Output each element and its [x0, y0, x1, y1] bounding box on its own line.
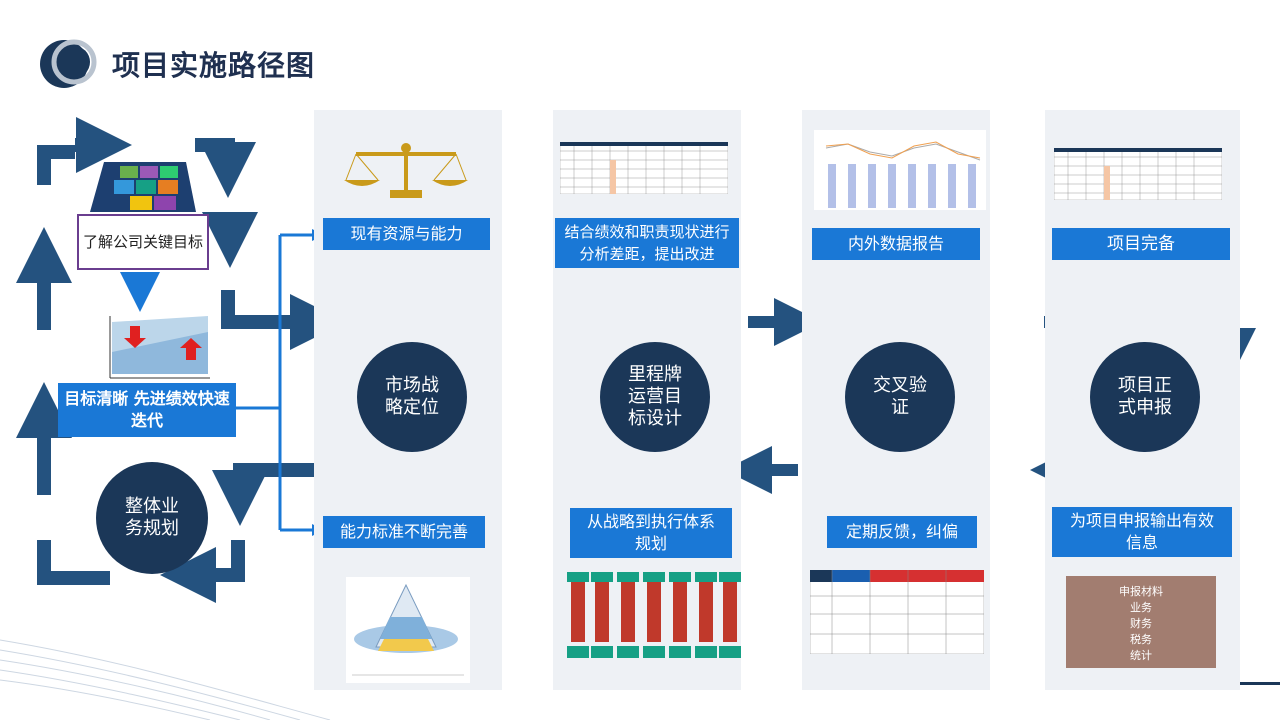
- report-item: 业务: [1130, 601, 1152, 614]
- report-item: 统计: [1130, 649, 1152, 662]
- target-chart-image: [74, 312, 214, 382]
- project-table-image: [1054, 148, 1222, 200]
- col4-circle-text: 项目正式申报: [1118, 375, 1172, 418]
- line-chart-image: [814, 130, 986, 210]
- performance-table-image: [560, 142, 728, 194]
- col3-circle-text: 交叉验证: [873, 375, 927, 418]
- col3-bottom-label: 定期反馈，纠偏: [827, 516, 977, 548]
- logo-icon: [34, 36, 100, 92]
- col2-top-label: 结合绩效和职责现状进行分析差距，提出改进: [555, 218, 739, 268]
- branch-lines: [236, 229, 324, 536]
- goal-clear-label: 目标清晰 先进绩效快速迭代: [58, 383, 236, 437]
- strategy-map-image: [563, 572, 741, 660]
- col2-bottom-label: 从战略到执行体系规划: [570, 508, 732, 558]
- scale-icon: [340, 140, 472, 202]
- col2-circle: 里程牌运营目标设计: [600, 342, 710, 452]
- report-item: 申报材料: [1119, 585, 1163, 598]
- col3-circle: 交叉验证: [845, 342, 955, 452]
- report-materials-box: 申报材料 业务 财务 税务 统计: [1066, 576, 1216, 668]
- puzzle-image: [90, 160, 196, 214]
- col2-circle-text: 里程牌运营目标设计: [628, 364, 682, 429]
- left-cycle-arrows: [16, 117, 346, 603]
- col4-circle: 项目正式申报: [1090, 342, 1200, 452]
- overall-planning-text: 整体业务规划: [125, 496, 179, 539]
- competency-model-image: [346, 577, 470, 683]
- col1-top-label: 现有资源与能力: [323, 218, 490, 250]
- col1-circle: 市场战略定位: [357, 342, 467, 452]
- corner-line: [1240, 682, 1280, 685]
- col4-bottom-label: 为项目申报输出有效信息: [1052, 507, 1232, 557]
- decorative-wave: [0, 639, 331, 720]
- report-item: 税务: [1130, 633, 1152, 646]
- page-title: 项目实施路径图: [112, 49, 316, 82]
- col1-bottom-label: 能力标准不断完善: [323, 516, 485, 548]
- col4-top-label: 项目完备: [1052, 228, 1230, 260]
- report-item: 财务: [1130, 617, 1152, 630]
- col1-circle-text: 市场战略定位: [385, 375, 439, 418]
- data-report-table-image: [810, 570, 984, 654]
- overall-planning-circle: 整体业务规划: [96, 462, 208, 574]
- goal-box: 了解公司关键目标: [77, 214, 209, 270]
- col3-top-label: 内外数据报告: [812, 228, 980, 260]
